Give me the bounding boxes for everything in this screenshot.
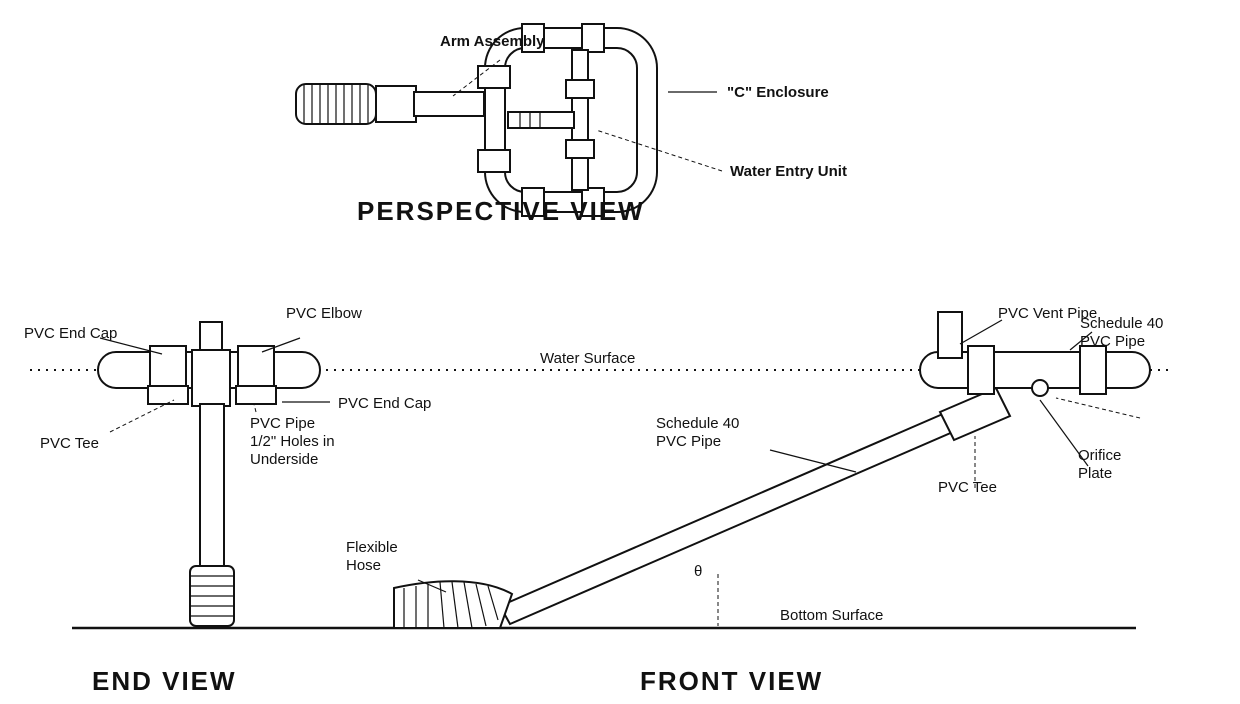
front-vent-pipe (937, 311, 963, 359)
perspective-frame-coupler (521, 187, 545, 217)
end-holed-pipe (147, 385, 189, 405)
water-surface-label: Water Surface (540, 350, 635, 367)
pvc-vent-pipe-label: PVC Vent Pipe (998, 305, 1097, 322)
orifice-tail-leader (1055, 397, 1141, 419)
pvc-tee-front-label: PVC Tee (938, 479, 997, 496)
sched40-arm-label-line2: PVC Pipe (656, 433, 721, 450)
vent-pipe-leader (959, 319, 1003, 345)
perspective-frame-coupler (477, 149, 511, 173)
end-pvc-tee (191, 349, 231, 407)
front-inclined-arm (498, 408, 964, 626)
perspective-frame-coupler (581, 187, 605, 217)
orifice-label-line2: Plate (1078, 465, 1112, 482)
perspective-view-title: PERSPECTIVE VIEW (357, 196, 645, 226)
end-view-title: END VIEW (92, 666, 237, 696)
bottom-surface-label: Bottom Surface (780, 607, 883, 624)
pvc-elbow-label: PVC Elbow (286, 305, 362, 322)
perspective-water-entry-ring (565, 139, 595, 159)
water-entry-unit-label: Water Entry Unit (730, 163, 847, 180)
end-holed-pipe (235, 385, 277, 405)
perspective-frame-coupler (581, 23, 605, 53)
sched40-top-label-line2: PVC Pipe (1080, 333, 1145, 350)
front-pipe-coupler (1079, 345, 1107, 395)
flexible-hose-leader (417, 579, 447, 593)
holed-pipe-leader (253, 403, 257, 413)
sched40-top-label-line1: Schedule 40 (1080, 315, 1163, 332)
front-arm-coupler (938, 386, 1012, 442)
flexible-label-line2: Hose (346, 557, 381, 574)
water-entry-leader (595, 129, 723, 172)
perspective-coupler (375, 85, 417, 123)
arm-assembly-leader (452, 59, 501, 97)
pvc-pipe-label-line3: Underside (250, 451, 318, 468)
arm-assembly-label: Arm Assembly (440, 33, 545, 50)
orifice-leader (1039, 399, 1089, 467)
perspective-view: Arm Assembly "C" Enclosure Water Entry U… (295, 23, 847, 226)
sched40-arm-leader (769, 449, 857, 473)
pvc-tee-end-label: PVC Tee (40, 435, 99, 452)
end-tee-leader (109, 399, 175, 433)
perspective-water-entry-connector (507, 111, 575, 129)
front-pipe-coupler (967, 345, 995, 395)
pvc-pipe-label-line2: 1/2" Holes in (250, 433, 335, 450)
perspective-frame-coupler (521, 23, 545, 53)
sched40-arm-label-line1: Schedule 40 (656, 415, 739, 432)
elbow-leader (261, 337, 301, 353)
front-flexible-hose (393, 580, 514, 629)
sched40-top-leader (1069, 331, 1093, 351)
perspective-water-entry-ring (565, 79, 595, 99)
orifice-label-line1: Orifice (1078, 447, 1121, 464)
theta-label: θ (694, 563, 702, 580)
flexible-label-line1: Flexible (346, 539, 398, 556)
front-view: PVC Vent Pipe Schedule 40 PVC Pipe Sched… (346, 305, 1163, 696)
perspective-flexible-hose (295, 83, 377, 125)
pvc-end-cap-side-label: PVC End Cap (338, 395, 431, 412)
pvc-pipe-label-line1: PVC Pipe (250, 415, 315, 432)
perspective-arm-pipe (413, 91, 485, 117)
front-view-title: FRONT VIEW (640, 666, 823, 696)
pvc-end-cap-top-label: PVC End Cap (24, 325, 117, 342)
perspective-frame-coupler (477, 65, 511, 89)
front-orifice-plate (1031, 379, 1049, 397)
c-enclosure-label: "C" Enclosure (727, 84, 829, 101)
end-view: PVC End Cap PVC Elbow PVC End Cap PVC Te… (24, 305, 431, 696)
end-cap-top-leader (99, 337, 163, 355)
